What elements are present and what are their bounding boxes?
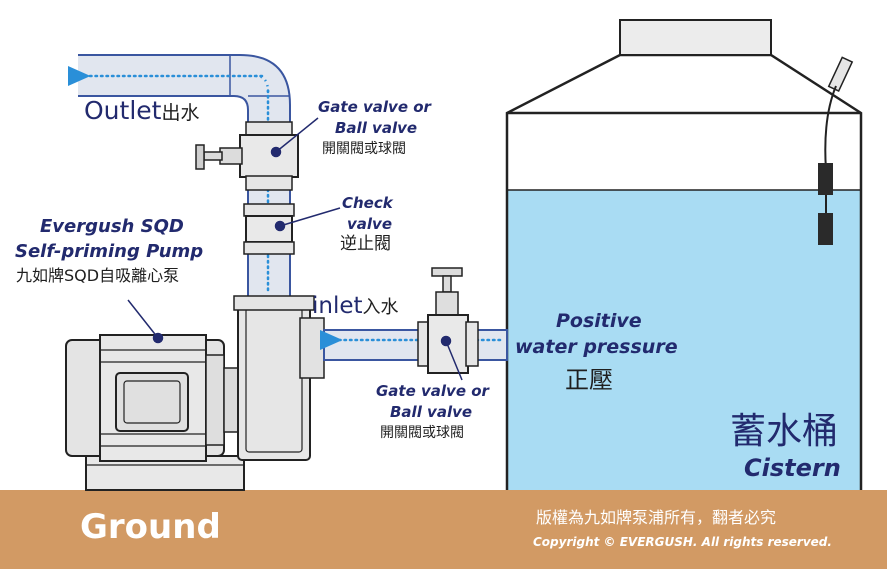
check-valve xyxy=(243,203,295,255)
pressure-label-zh: 正壓 xyxy=(565,366,613,394)
gate-valve-bottom-label-en2: Ball valve xyxy=(390,403,473,421)
gate-valve-bottom-label-zh: 開關閥或球閥 xyxy=(380,425,464,441)
gate-valve-bottom-label-en1: Gate valve or xyxy=(376,382,489,400)
ground-band xyxy=(0,490,887,569)
cistern-label-zh: 蓄水桶 xyxy=(730,411,839,452)
ground-label: Ground xyxy=(80,507,221,547)
outlet-label: Outlet出水 xyxy=(84,98,199,123)
check-valve-label-zh: 逆止閥 xyxy=(340,234,391,254)
inlet-pipe xyxy=(320,329,508,361)
cistern-tank xyxy=(505,19,863,490)
leader-lines xyxy=(127,117,463,381)
inlet-label-zh: 入水 xyxy=(362,297,399,318)
pump-head xyxy=(237,299,311,461)
outlet-label-zh: 出水 xyxy=(161,102,200,124)
pump-label-en2: Self-priming Pump xyxy=(15,241,204,262)
copyright-zh: 版權為九如牌泵浦所有，翻者必究 xyxy=(536,508,777,527)
gate-valve-top-label-zh: 開關閥或球閥 xyxy=(322,141,406,157)
gate-valve-top xyxy=(195,121,299,191)
pressure-label-en1: Positive xyxy=(556,310,642,332)
motor-terminal-box xyxy=(115,372,189,432)
inlet-label: inlet入水 xyxy=(312,295,399,318)
check-valve-label-en1: Check xyxy=(342,194,393,212)
gate-valve-top-label-en2: Ball valve xyxy=(335,119,418,137)
gate-valve-top-label-en1: Gate valve or xyxy=(318,98,431,116)
copyright-en: Copyright © EVERGUSH. All rights reserve… xyxy=(533,535,832,549)
pump-label-en1: Evergush SQD xyxy=(40,216,184,237)
inlet-label-en: inlet xyxy=(312,293,363,319)
cistern-hatch xyxy=(619,19,772,56)
pump-assembly xyxy=(65,295,325,491)
pump-label-zh: 九如牌SQD自吸離心泵 xyxy=(16,266,180,285)
outlet-label-en: Outlet xyxy=(84,96,162,125)
pressure-label-en2: water pressure xyxy=(515,336,678,358)
float-switch xyxy=(818,56,854,245)
cistern-label-en: Cistern xyxy=(744,454,841,482)
gate-valve-bottom xyxy=(417,267,479,374)
check-valve-label-en2: valve xyxy=(347,215,392,233)
